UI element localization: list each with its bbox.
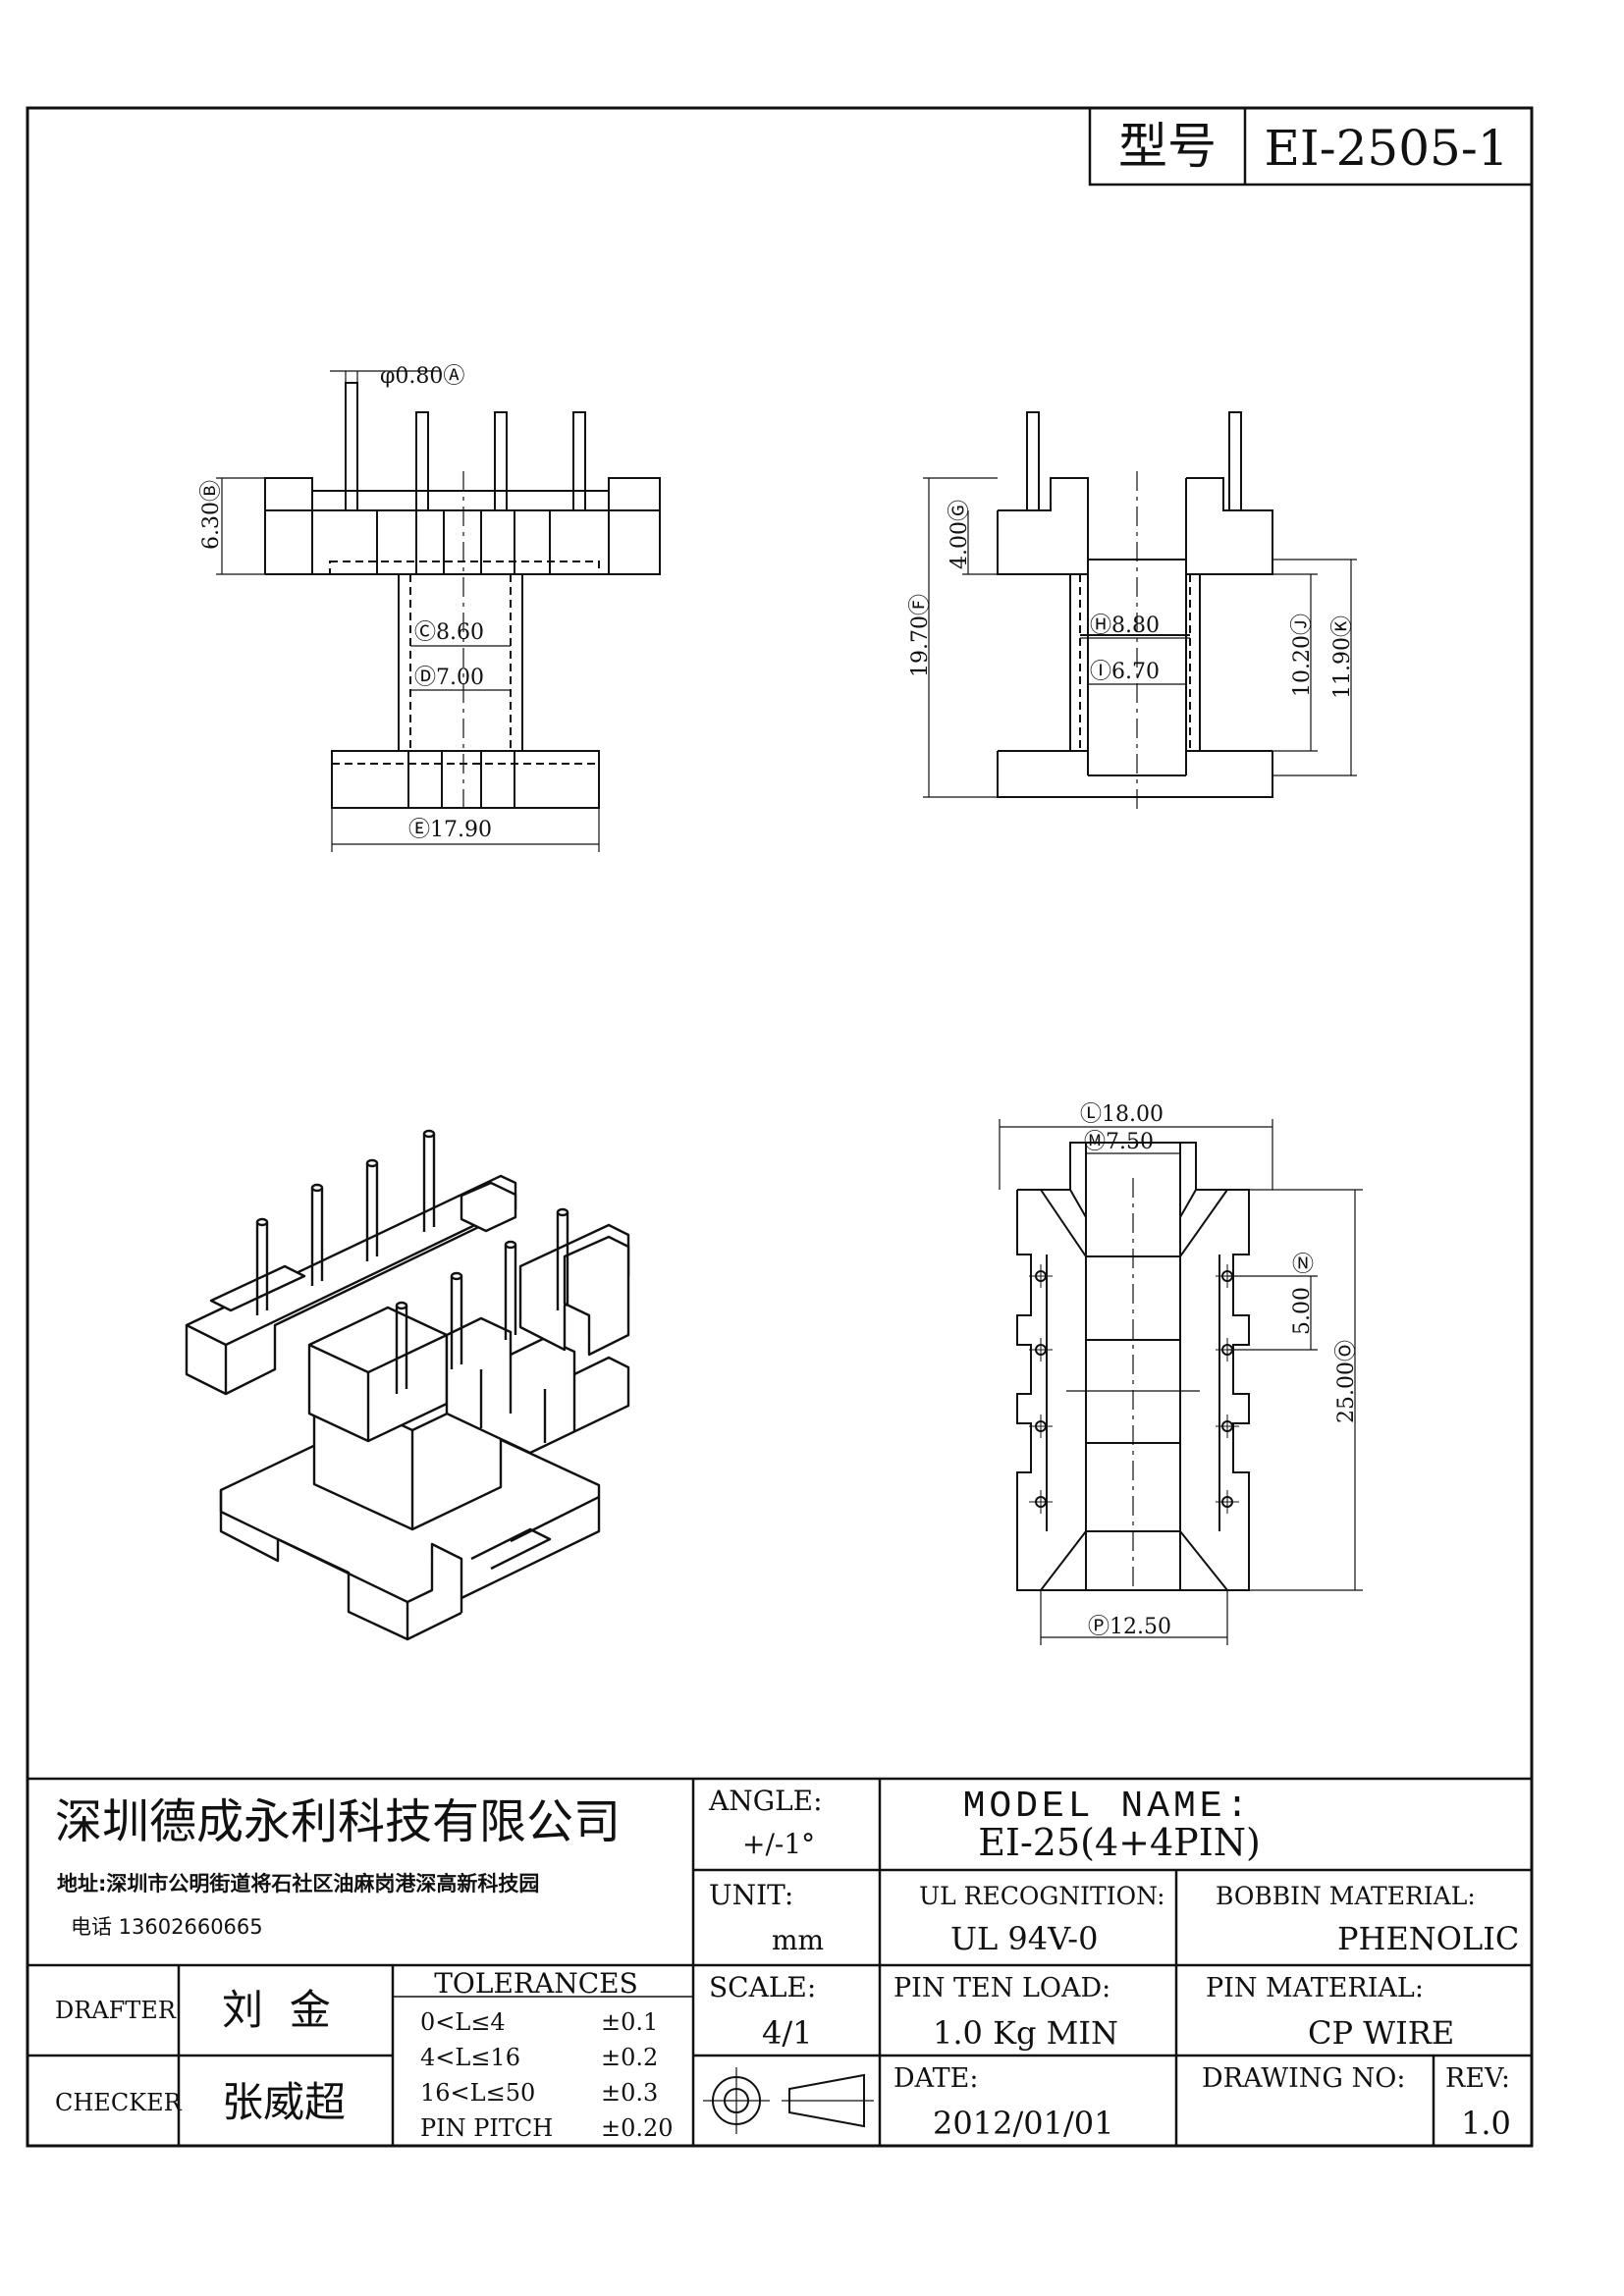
drafter-label: DRAFTER: [55, 1997, 177, 2024]
dim-m: Ⓜ7.50: [1084, 1130, 1154, 1154]
projection-symbol-icon: [703, 2067, 874, 2134]
unit-label: UNIT:: [709, 1879, 793, 1911]
date-label: DATE:: [893, 2063, 978, 2094]
pin-ten-load-label: PIN TEN LOAD:: [893, 1973, 1110, 2003]
company-address: 地址:深圳市公明街道将石社区油麻岗港深高新科技园: [57, 1872, 539, 1896]
tolerance-range-2: 4<L≤16: [420, 2044, 520, 2071]
unit-value: mm: [772, 1924, 824, 1956]
tolerance-range-4: PIN PITCH: [420, 2114, 553, 2142]
dim-pin-diameter: φ0.80Ⓐ: [380, 364, 464, 389]
dim-n-value: 5.00: [1290, 1287, 1315, 1335]
tolerance-value-3: ±0.3: [601, 2079, 658, 2107]
dim-c: Ⓒ8.60: [414, 620, 484, 645]
bobbin-material-value: PHENOLIC: [1337, 1920, 1519, 1957]
tolerance-value-2: ±0.2: [601, 2044, 658, 2071]
dim-l: Ⓛ18.00: [1080, 1102, 1164, 1127]
company-phone: 电话 13602660665: [71, 1915, 263, 1939]
pin-material-value: CP WIRE: [1308, 2014, 1454, 2052]
drafter-value: 刘 金: [222, 1986, 331, 2034]
scale-value: 4/1: [762, 2014, 813, 2052]
dim-o: 25.00Ⓞ: [1334, 1340, 1359, 1423]
dim-p: Ⓟ12.50: [1088, 1615, 1171, 1639]
tolerance-range-1: 0<L≤4: [420, 2008, 506, 2036]
model-number-box: 型号 EI-2505-1: [1088, 106, 1534, 187]
model-name-value: EI-25(4+4PIN): [978, 1821, 1261, 1864]
tolerance-value-4: ±0.20: [601, 2114, 674, 2142]
tolerances-label: TOLERANCES: [434, 1967, 638, 2000]
rev-label: REV:: [1445, 2063, 1510, 2094]
angle-label: ANGLE:: [708, 1785, 823, 1817]
drawing-no-label: DRAWING NO:: [1202, 2063, 1405, 2094]
pin-material-label: PIN MATERIAL:: [1206, 1973, 1424, 2003]
company-name: 深圳德成永利科技有限公司: [55, 1794, 621, 1849]
front-view: [216, 370, 661, 852]
angle-value: +/-1°: [742, 1828, 815, 1860]
title-block-grid: [27, 1777, 1532, 2146]
model-label: 型号: [1118, 118, 1217, 175]
date-value: 2012/01/01: [933, 2105, 1113, 2142]
ul-recognition-label: UL RECOGNITION:: [919, 1882, 1165, 1910]
checker-value: 张威超: [222, 2078, 346, 2126]
dim-n-label: Ⓝ: [1292, 1253, 1314, 1277]
dim-e: Ⓔ17.90: [408, 818, 492, 842]
rev-value: 1.0: [1461, 2105, 1511, 2142]
dim-i: Ⓘ6.70: [1090, 660, 1160, 684]
pin-ten-load-value: 1.0 Kg MIN: [933, 2014, 1118, 2052]
model-name-label: MODEL NAME:: [963, 1786, 1253, 1828]
model-value: EI-2505-1: [1264, 120, 1508, 177]
isometric-view: [185, 1129, 630, 1641]
dim-g: 4.00Ⓖ: [947, 500, 972, 569]
dim-b: 6.30Ⓑ: [199, 480, 224, 550]
dim-k: 11.90Ⓚ: [1330, 615, 1355, 699]
tolerance-value-1: ±0.1: [601, 2008, 658, 2036]
dim-f: 19.70Ⓕ: [908, 594, 933, 677]
tolerance-range-3: 16<L≤50: [420, 2079, 535, 2107]
bobbin-material-label: BOBBIN MATERIAL:: [1216, 1882, 1476, 1910]
dim-j: 10.20Ⓙ: [1290, 614, 1315, 697]
bottom-view: [999, 1119, 1363, 1645]
scale-label: SCALE:: [709, 1971, 816, 2003]
ul-recognition-value: UL 94V-0: [950, 1920, 1098, 1957]
side-view: [923, 411, 1357, 815]
checker-label: CHECKER: [55, 2089, 183, 2116]
dim-d: Ⓓ7.00: [414, 666, 484, 690]
dim-h: Ⓗ8.80: [1090, 614, 1160, 638]
sheet-border: [26, 106, 1534, 2148]
